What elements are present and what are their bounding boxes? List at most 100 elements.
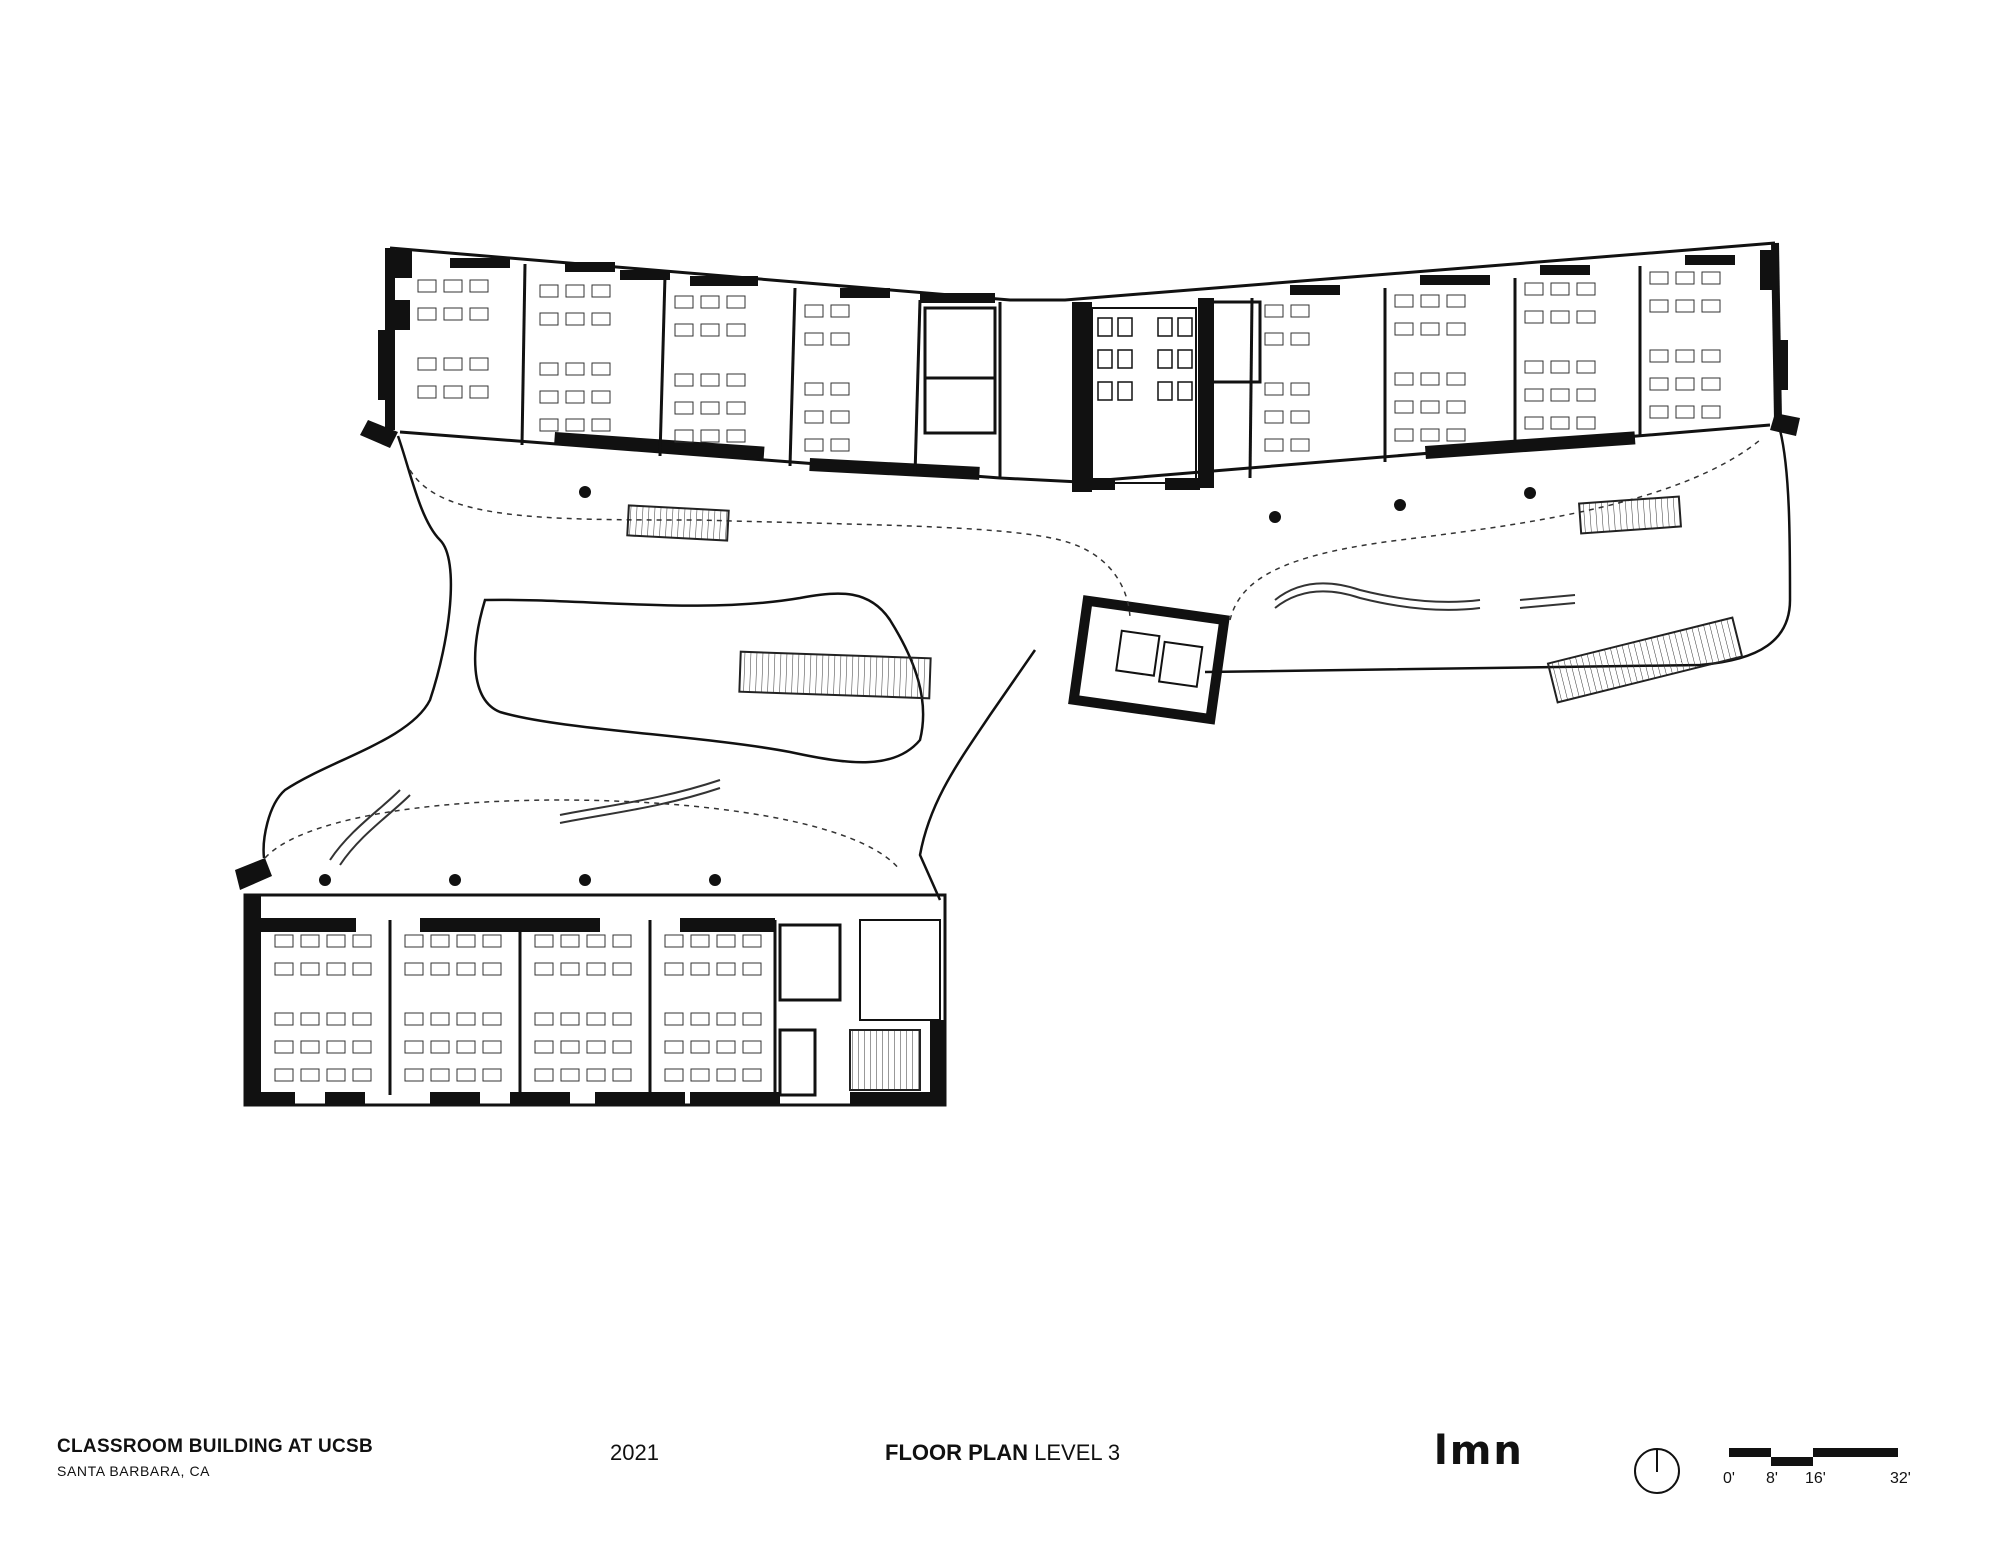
desk [1576, 282, 1596, 296]
desk [430, 1012, 450, 1026]
desk [726, 295, 746, 309]
desk [1524, 416, 1544, 430]
desk [591, 362, 611, 376]
desk [482, 1068, 502, 1082]
desk [1675, 271, 1695, 285]
desk [352, 1040, 372, 1054]
scale-label-8: 8' [1766, 1470, 1778, 1487]
desk [690, 1012, 710, 1026]
desk [700, 373, 720, 387]
desk [443, 357, 463, 371]
desk [469, 307, 489, 321]
desk [830, 382, 850, 396]
desk [586, 962, 606, 976]
desk [612, 1012, 632, 1026]
desk [352, 1068, 372, 1082]
desk [482, 1012, 502, 1026]
desk [804, 438, 824, 452]
desk [716, 1068, 736, 1082]
desk [664, 1012, 684, 1026]
desk [700, 295, 720, 309]
desk [742, 1040, 762, 1054]
desk [742, 962, 762, 976]
desk [404, 1068, 424, 1082]
desk [1420, 428, 1440, 442]
desk [352, 1012, 372, 1026]
desk [352, 962, 372, 976]
desk [664, 1040, 684, 1054]
desk [700, 429, 720, 443]
desk [417, 279, 437, 293]
desk [1649, 405, 1669, 419]
desk [742, 1012, 762, 1026]
desk [539, 284, 559, 298]
desk [1264, 304, 1284, 318]
desk [565, 362, 585, 376]
desk [1524, 388, 1544, 402]
desk [1649, 299, 1669, 313]
desk [804, 382, 824, 396]
desk [326, 962, 346, 976]
desk [560, 1040, 580, 1054]
desk [300, 934, 320, 948]
desk [612, 962, 632, 976]
scale-label-16: 16' [1805, 1470, 1826, 1487]
desk [560, 934, 580, 948]
desk [674, 429, 694, 443]
desk [1649, 377, 1669, 391]
desk [404, 962, 424, 976]
desk [742, 934, 762, 948]
desk [586, 934, 606, 948]
desk [1701, 405, 1721, 419]
desk [326, 1040, 346, 1054]
project-year: 2021 [610, 1440, 659, 1465]
desk [404, 934, 424, 948]
desk [1675, 349, 1695, 363]
lounge-benches [329, 582, 1576, 866]
desk [586, 1068, 606, 1082]
desk [1394, 428, 1414, 442]
north-wing [360, 241, 1800, 492]
desk [830, 332, 850, 346]
desk [560, 1068, 580, 1082]
project-location: SANTA BARBARA, CA [57, 1463, 211, 1479]
desk [664, 1068, 684, 1082]
desk [1550, 388, 1570, 402]
desk [274, 1012, 294, 1026]
desk [591, 390, 611, 404]
circulation-outline [262, 429, 1792, 901]
desk [456, 1012, 476, 1026]
desk [700, 401, 720, 415]
desk [591, 284, 611, 298]
desk [1576, 310, 1596, 324]
desk [469, 357, 489, 371]
sheet-title-bold: FLOOR PLAN [885, 1440, 1028, 1465]
project-name: CLASSROOM BUILDING AT UCSB [57, 1436, 374, 1457]
desk [539, 390, 559, 404]
desk [1290, 332, 1310, 346]
lmn-logo: lmn [1434, 1428, 1524, 1474]
desk [482, 934, 502, 948]
desk [1524, 282, 1544, 296]
desk [443, 307, 463, 321]
desk [565, 284, 585, 298]
desk [1394, 400, 1414, 414]
structural-columns [319, 486, 1536, 886]
desk [1290, 304, 1310, 318]
desk [417, 357, 437, 371]
desk [586, 1040, 606, 1054]
desk [430, 962, 450, 976]
desk [1701, 377, 1721, 391]
desk [1550, 310, 1570, 324]
desk [586, 1012, 606, 1026]
desk [674, 373, 694, 387]
desk [565, 390, 585, 404]
desk [1290, 410, 1310, 424]
desk [1446, 428, 1466, 442]
desk [326, 1012, 346, 1026]
desk [534, 1040, 554, 1054]
desk [274, 1068, 294, 1082]
desk [742, 1068, 762, 1082]
desk [560, 1012, 580, 1026]
